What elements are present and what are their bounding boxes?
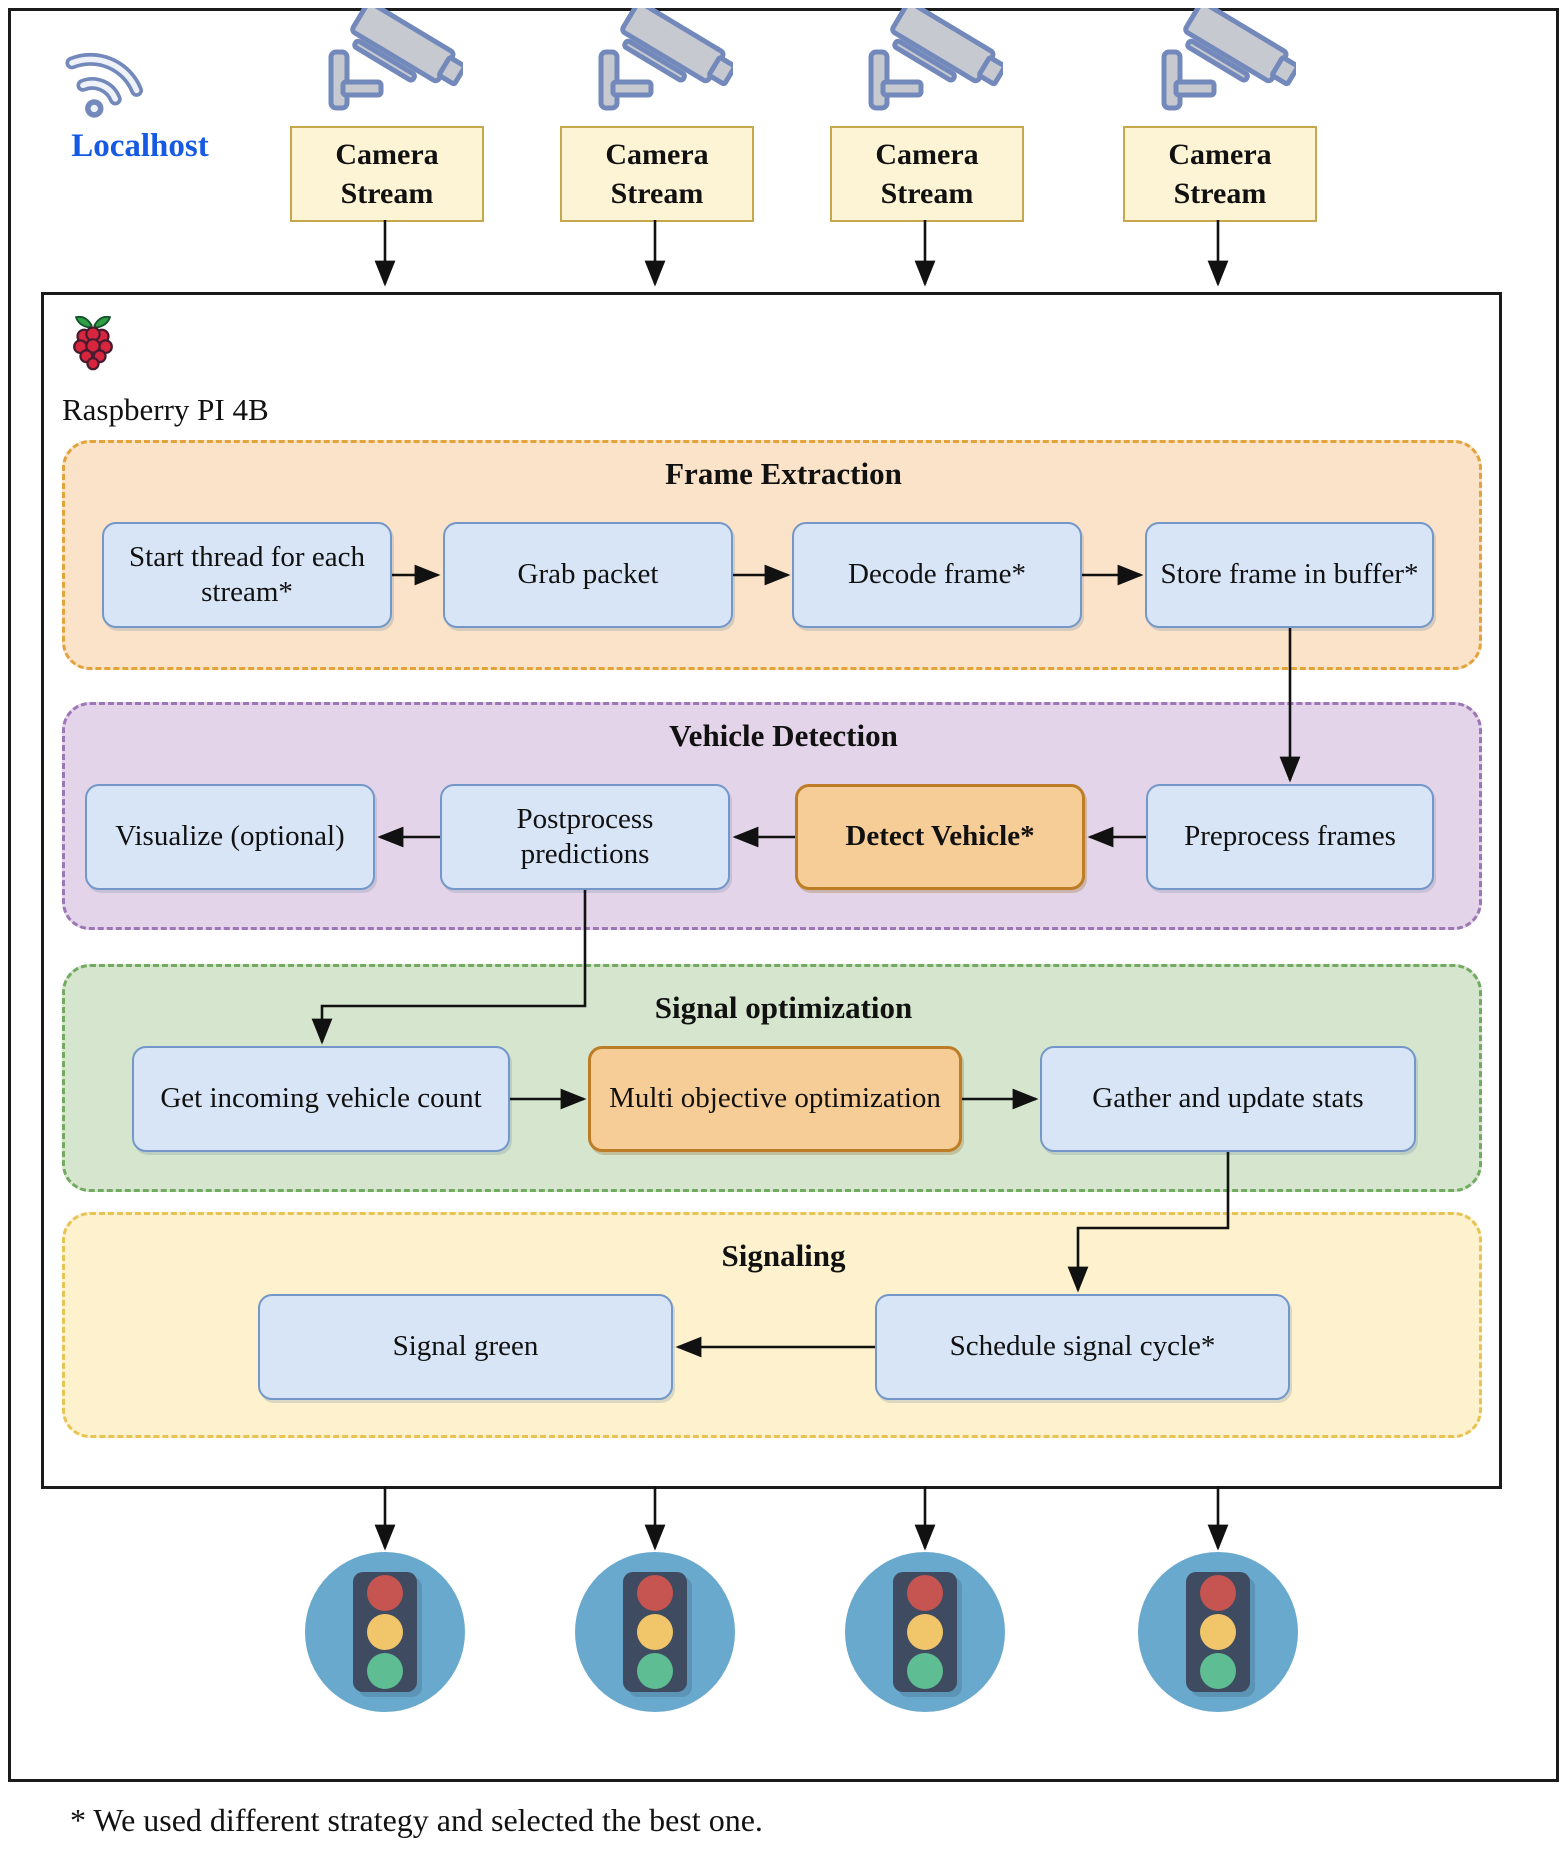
node-gather-stats: Gather and update stats	[1040, 1046, 1416, 1152]
cctv-camera-icon	[328, 8, 463, 111]
red-light	[907, 1575, 943, 1611]
amber-light	[907, 1614, 943, 1650]
node-detect-vehicle: Detect Vehicle*	[795, 784, 1085, 890]
camera-stream-box: Camera Stream	[290, 126, 484, 222]
traffic-light-icon	[305, 1552, 465, 1712]
device-label: Raspberry PI 4B	[62, 392, 269, 427]
figure-border	[8, 8, 1559, 1782]
traffic-light-icon	[845, 1552, 1005, 1712]
section-title-vehicle-detection: Vehicle Detection	[669, 718, 898, 753]
camera-stream-label: Camera Stream	[605, 138, 709, 210]
node-preprocess-frames: Preprocess frames	[1146, 784, 1434, 890]
node-grab-packet: Grab packet	[443, 522, 733, 628]
red-light	[637, 1575, 673, 1611]
green-light	[1200, 1653, 1236, 1689]
cctv-camera-icon	[598, 8, 733, 111]
section-title-signaling: Signaling	[721, 1238, 846, 1273]
node-decode-frame: Decode frame*	[792, 522, 1082, 628]
traffic-light-body	[893, 1572, 957, 1692]
traffic-light-body	[1186, 1572, 1250, 1692]
green-light	[907, 1653, 943, 1689]
amber-light	[367, 1614, 403, 1650]
traffic-light-body	[623, 1572, 687, 1692]
node-postprocess: Postprocess predictions	[440, 784, 730, 890]
amber-light	[1200, 1614, 1236, 1650]
cctv-camera-icon	[868, 8, 1003, 111]
node-multi-objective: Multi objective optimization	[588, 1046, 962, 1152]
node-incoming-count: Get incoming vehicle count	[132, 1046, 510, 1152]
camera-stream-label: Camera Stream	[875, 138, 979, 210]
green-light	[367, 1653, 403, 1689]
camera-stream-box: Camera Stream	[560, 126, 754, 222]
red-light	[1200, 1575, 1236, 1611]
traffic-light-body	[353, 1572, 417, 1692]
node-schedule-cycle: Schedule signal cycle*	[875, 1294, 1290, 1400]
amber-light	[637, 1614, 673, 1650]
red-light	[367, 1575, 403, 1611]
footnote: * We used different strategy and selecte…	[70, 1802, 763, 1838]
node-signal-green: Signal green	[258, 1294, 673, 1400]
traffic-light-icon	[1138, 1552, 1298, 1712]
wifi-rss-icon	[65, 52, 144, 118]
section-title-signal-optimization: Signal optimization	[654, 990, 913, 1025]
node-start-thread: Start thread for each stream*	[102, 522, 392, 628]
cctv-camera-icon	[1161, 8, 1296, 111]
camera-stream-label: Camera Stream	[335, 138, 439, 210]
localhost-label: Localhost	[71, 128, 209, 164]
camera-stream-label: Camera Stream	[1168, 138, 1272, 210]
traffic-light-icon	[575, 1552, 735, 1712]
camera-stream-box: Camera Stream	[830, 126, 1024, 222]
node-store-frame: Store frame in buffer*	[1145, 522, 1434, 628]
green-light	[637, 1653, 673, 1689]
node-visualize: Visualize (optional)	[85, 784, 375, 890]
camera-stream-box: Camera Stream	[1123, 126, 1317, 222]
section-title-frame-extraction: Frame Extraction	[665, 456, 902, 491]
raspberry-pi-icon	[73, 315, 113, 371]
